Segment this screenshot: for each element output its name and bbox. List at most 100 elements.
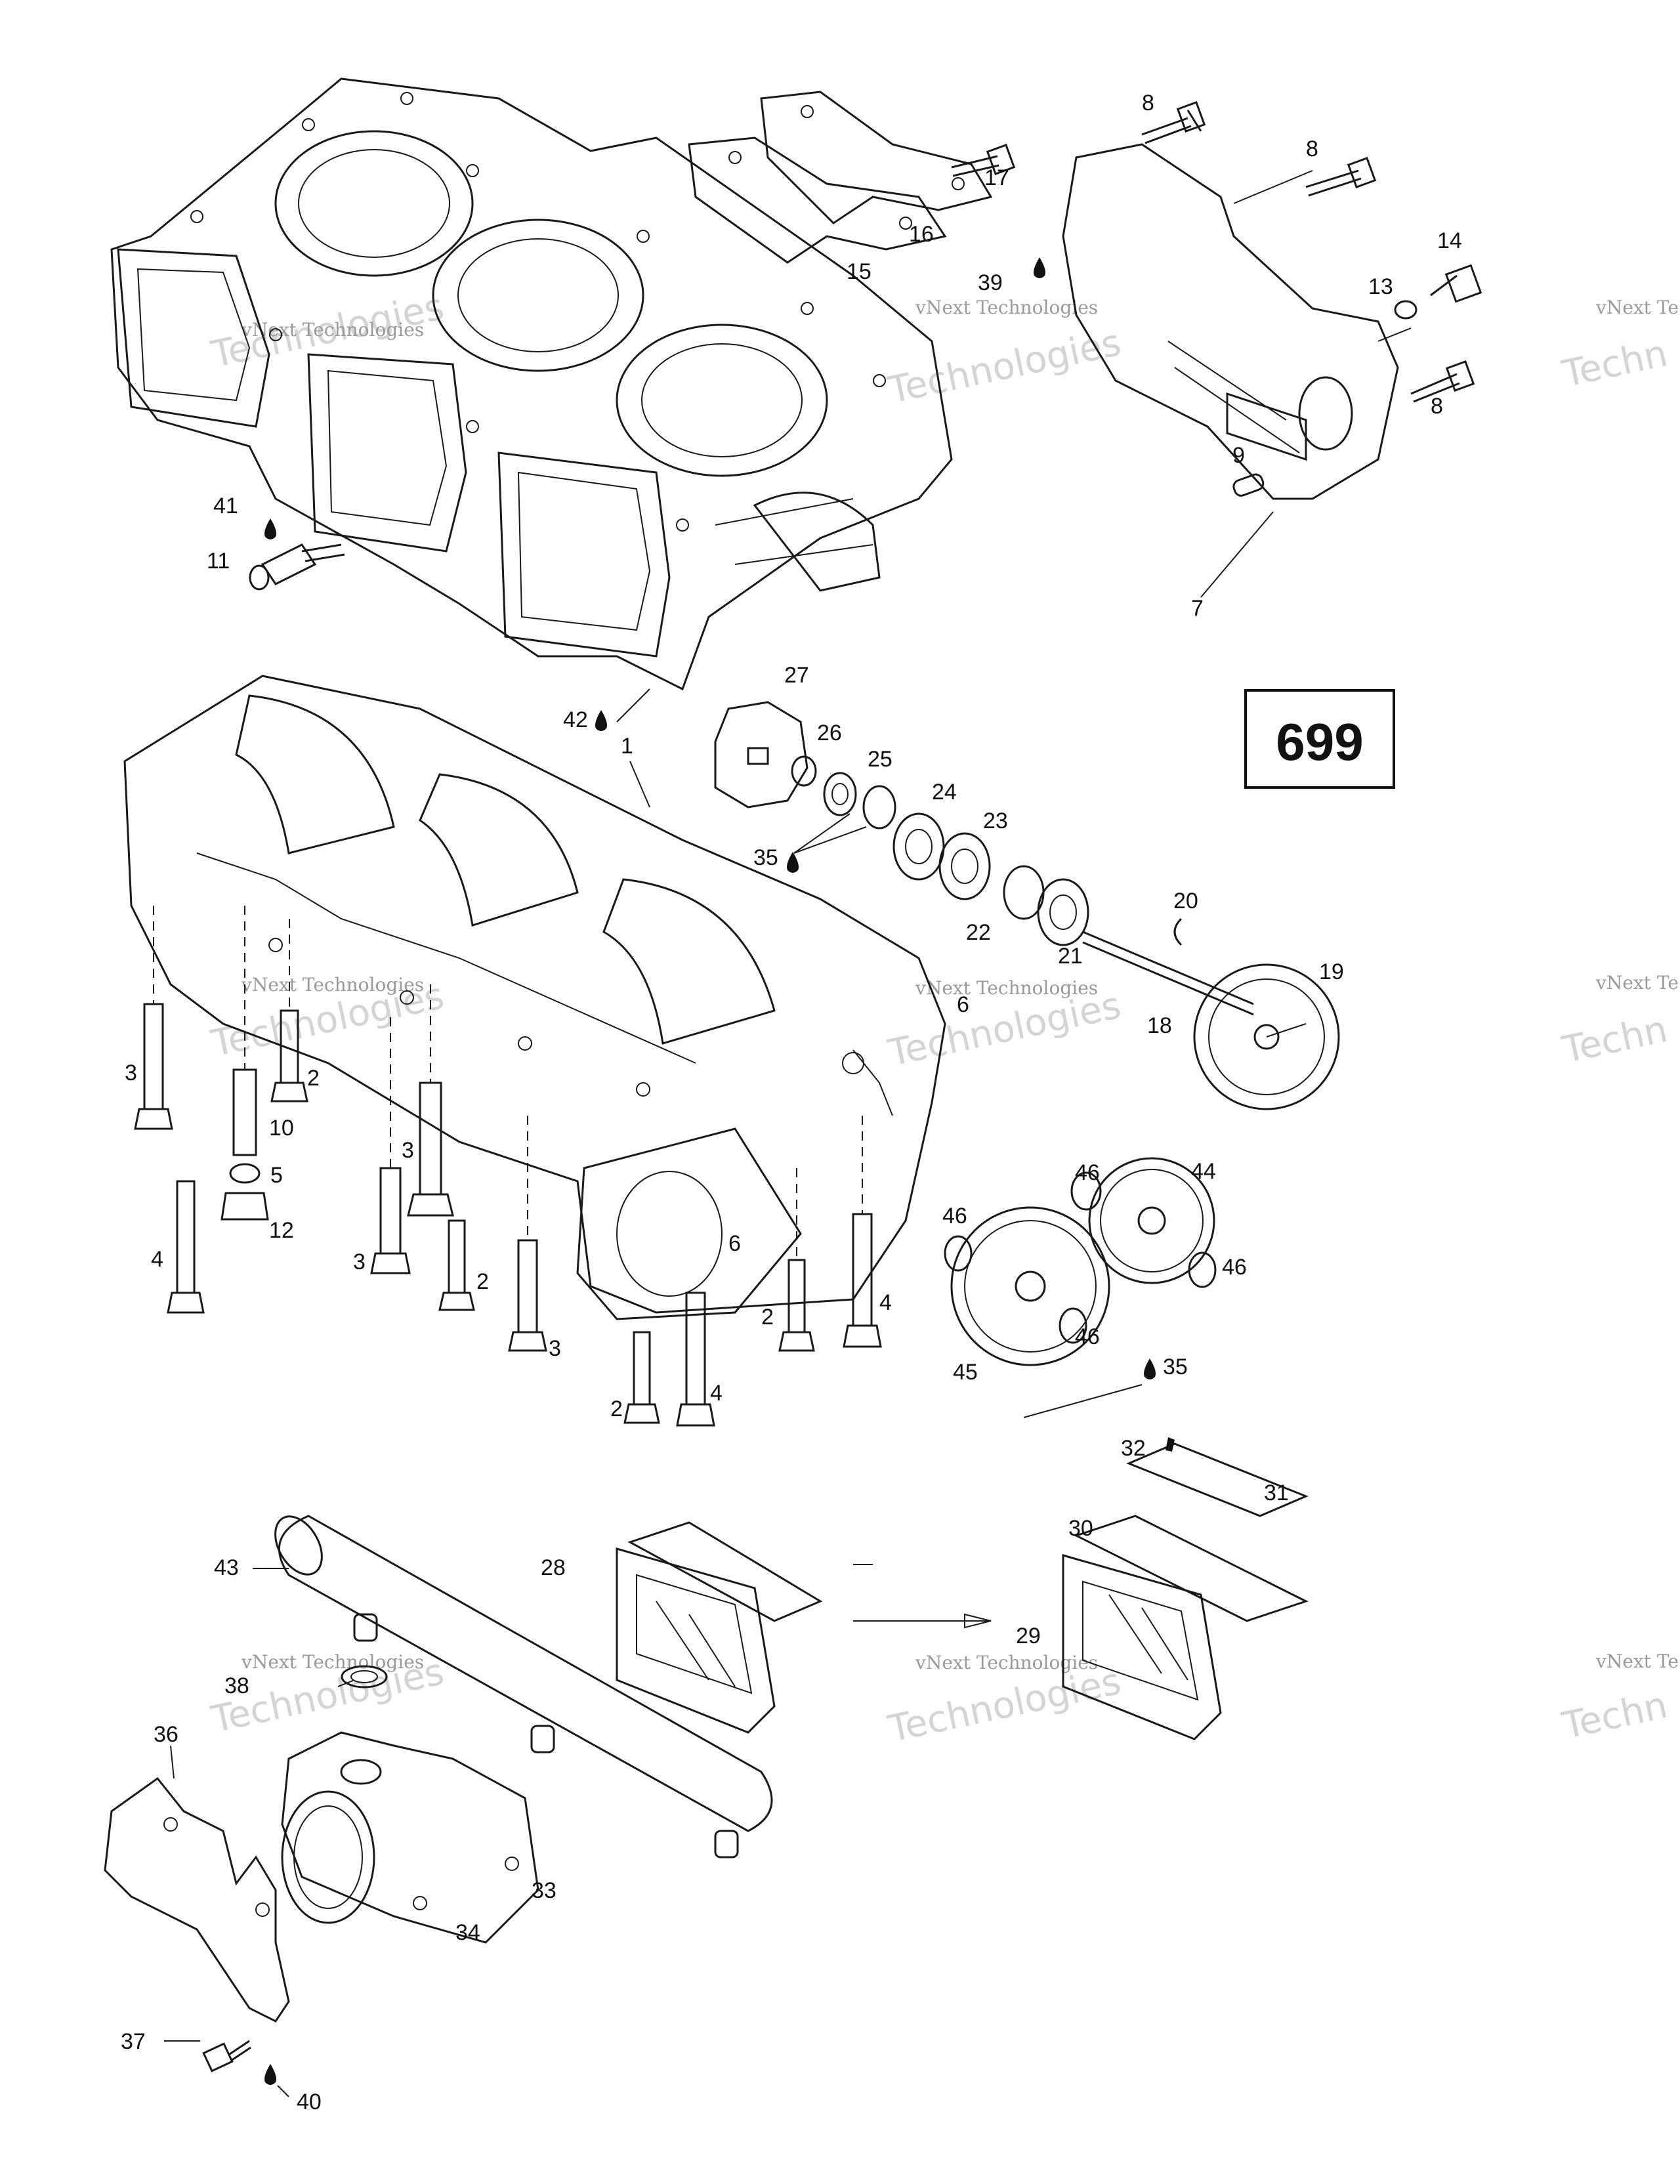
callout-label: 8 [1306, 136, 1318, 161]
carburetor-adapter [281, 1731, 539, 1944]
watermark-small: vNext Technologies [915, 977, 1098, 999]
callout-label: 2 [761, 1305, 774, 1330]
rotary-valve-cover [1062, 143, 1399, 500]
drive-gears [944, 1157, 1217, 1366]
callout-label: 2 [610, 1396, 623, 1421]
watermark-small: vNext Technologies [915, 297, 1098, 318]
callout-label: 30 [1068, 1516, 1093, 1541]
callout-label: 38 [224, 1673, 249, 1698]
callout-label: 40 [297, 2090, 322, 2114]
fitting [249, 543, 345, 591]
watermark-large: Techn [1559, 1684, 1671, 1748]
callout-label: 12 [269, 1218, 294, 1243]
callout-label: 25 [868, 747, 892, 772]
figure-number: 699 [1276, 713, 1363, 771]
callout-label: 3 [125, 1060, 137, 1085]
callout-label: 21 [1058, 944, 1083, 969]
callout-label: 8 [1431, 394, 1443, 419]
callout-label: 6 [728, 1231, 741, 1256]
callout-label: 35 [753, 845, 778, 870]
callout-label: 17 [984, 165, 1009, 190]
callout-label: 7 [1191, 596, 1204, 621]
oil-drop-icon [264, 518, 276, 539]
callout-label: 1 [621, 734, 633, 759]
callout-label: 37 [121, 2029, 146, 2054]
callout-label: 23 [983, 808, 1008, 833]
watermark-large: Techn [1559, 1008, 1671, 1072]
crankcase-bolts [134, 1003, 882, 1427]
callout-label: 27 [784, 663, 809, 688]
mounting-bracket [104, 1776, 290, 2023]
callout-label: 4 [879, 1290, 892, 1315]
callout-label: 31 [1264, 1480, 1289, 1505]
callout-label: 43 [214, 1555, 239, 1580]
callout-label: 18 [1147, 1013, 1172, 1038]
oil-drop-icon [1144, 1358, 1156, 1379]
callout-label: 46 [1075, 1324, 1100, 1349]
callout-label: 35 [1163, 1354, 1188, 1379]
callout-label: 11 [207, 549, 230, 574]
reed-valve-right [1062, 1442, 1309, 1740]
callout-label: 13 [1368, 274, 1393, 299]
oil-drop-icon [1166, 1437, 1175, 1452]
hose-clamp [341, 1665, 388, 1689]
callout-label: 15 [847, 259, 872, 284]
watermark-small: vNext Technologies [915, 1652, 1098, 1673]
callout-label: 34 [455, 1920, 480, 1945]
watermark-small: vNext Te [1595, 1650, 1679, 1672]
watermark-small: vNext Technologies [241, 319, 424, 341]
callout-label: 42 [563, 707, 588, 732]
callout-label: 22 [966, 920, 991, 945]
callout-label: 14 [1437, 228, 1462, 253]
oil-drop-icon [787, 852, 799, 873]
lower-crankcase [123, 675, 946, 1320]
callout-label: 3 [402, 1138, 414, 1163]
figure-number-box: 699 [1244, 689, 1395, 789]
callout-label: 29 [1016, 1624, 1041, 1648]
callout-label: 44 [1191, 1159, 1216, 1184]
callout-label: 6 [957, 992, 969, 1017]
watermark-small: vNext Technologies [241, 974, 424, 996]
intake-tube [274, 1515, 773, 1858]
callout-label: 2 [476, 1269, 489, 1294]
callout-labels: 8 8 17 16 15 39 14 13 8 9 7 41 11 27 42 … [121, 91, 1462, 2114]
callout-label: 28 [541, 1555, 566, 1580]
callout-label: 39 [978, 270, 1003, 295]
callout-label: 3 [549, 1336, 561, 1361]
water-pump-shaft-assembly [714, 701, 1340, 1110]
callout-label: 41 [213, 494, 238, 518]
callout-label: 16 [909, 222, 934, 247]
callout-label: 45 [953, 1360, 978, 1385]
callout-label: 2 [307, 1066, 320, 1091]
callout-label: 5 [270, 1163, 283, 1188]
callout-label: 20 [1173, 889, 1198, 914]
oil-drop-icon [264, 2064, 276, 2085]
watermark-small: vNext Te [1595, 297, 1679, 318]
bolts-top [951, 101, 1482, 403]
callout-label: 36 [154, 1722, 178, 1747]
watermark-small: vNext Technologies [241, 1651, 424, 1673]
reed-cover-plates [688, 91, 993, 264]
oil-drop-icon [595, 710, 607, 731]
oil-drop-icons [264, 257, 1175, 2085]
callout-label: 46 [942, 1204, 967, 1228]
callout-label: 9 [1232, 443, 1245, 468]
reed-valve-left [616, 1521, 823, 1734]
callout-label: 33 [532, 1878, 556, 1903]
callout-label: 46 [1222, 1255, 1247, 1280]
callout-label: 4 [151, 1247, 163, 1272]
callout-label: 4 [710, 1381, 723, 1406]
oil-drop-icon [1034, 257, 1045, 278]
callout-label: 19 [1319, 959, 1344, 984]
callout-label: 3 [353, 1250, 366, 1274]
upper-crankcase [110, 77, 953, 691]
callout-label: 8 [1142, 91, 1154, 116]
watermark-small: vNext Te [1595, 972, 1679, 994]
leader-lines [164, 170, 1412, 2097]
callout-label: 10 [269, 1116, 294, 1141]
alignment-lines [153, 906, 863, 1260]
watermark-large: Techn [1559, 332, 1671, 396]
small-bolt-37 [202, 2040, 251, 2072]
callout-label: 24 [932, 780, 957, 805]
